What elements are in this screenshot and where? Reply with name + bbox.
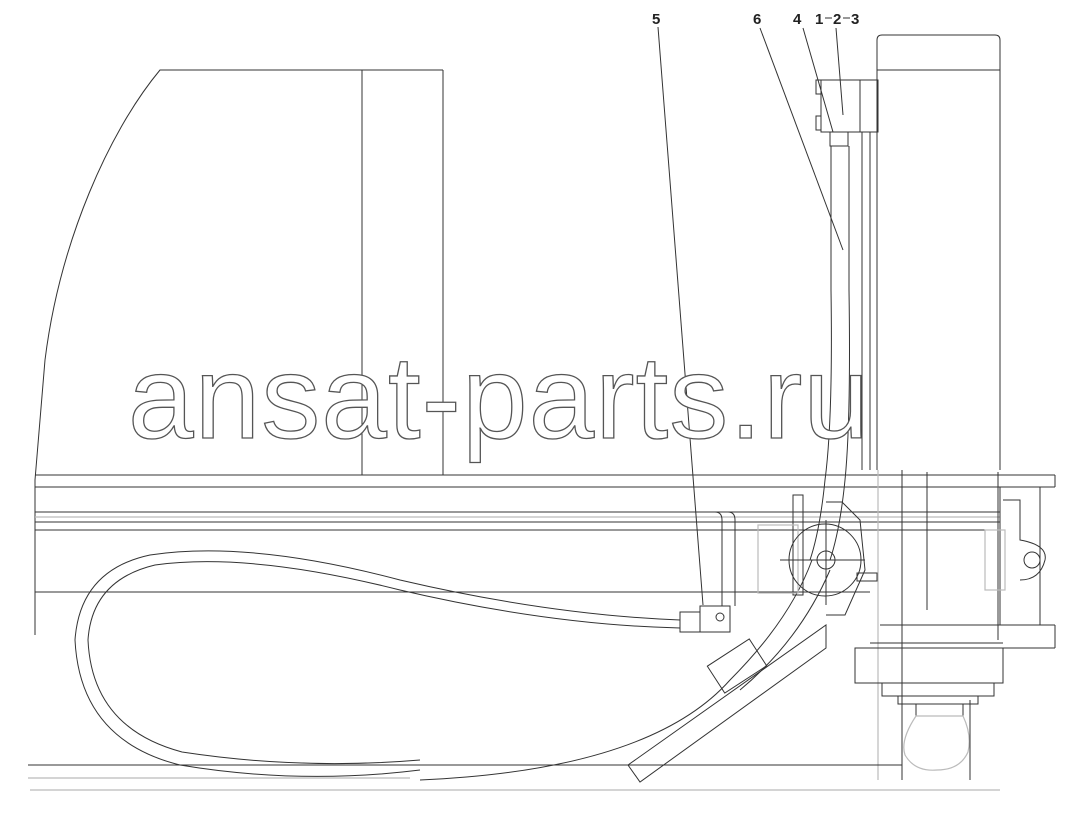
hose-6	[419, 146, 850, 781]
diagonal-strut	[627, 624, 827, 783]
callout-5: 5	[652, 11, 660, 28]
hose-5	[74, 511, 736, 777]
callout-3: 3	[851, 11, 859, 28]
callout-2: 2	[833, 11, 841, 28]
hinge	[984, 499, 1046, 591]
callout-6: 6	[753, 11, 761, 28]
watermark: ansat-parts.ru	[128, 332, 870, 464]
pedestal	[854, 642, 1004, 780]
pump-block	[815, 79, 879, 470]
leader-lines	[657, 26, 844, 606]
callout-1: 1	[815, 11, 823, 28]
ground-lines	[28, 764, 1000, 791]
cab-outline	[34, 69, 444, 635]
callout-4: 4	[793, 11, 802, 28]
right-column	[876, 34, 1001, 780]
bracket	[757, 494, 878, 616]
